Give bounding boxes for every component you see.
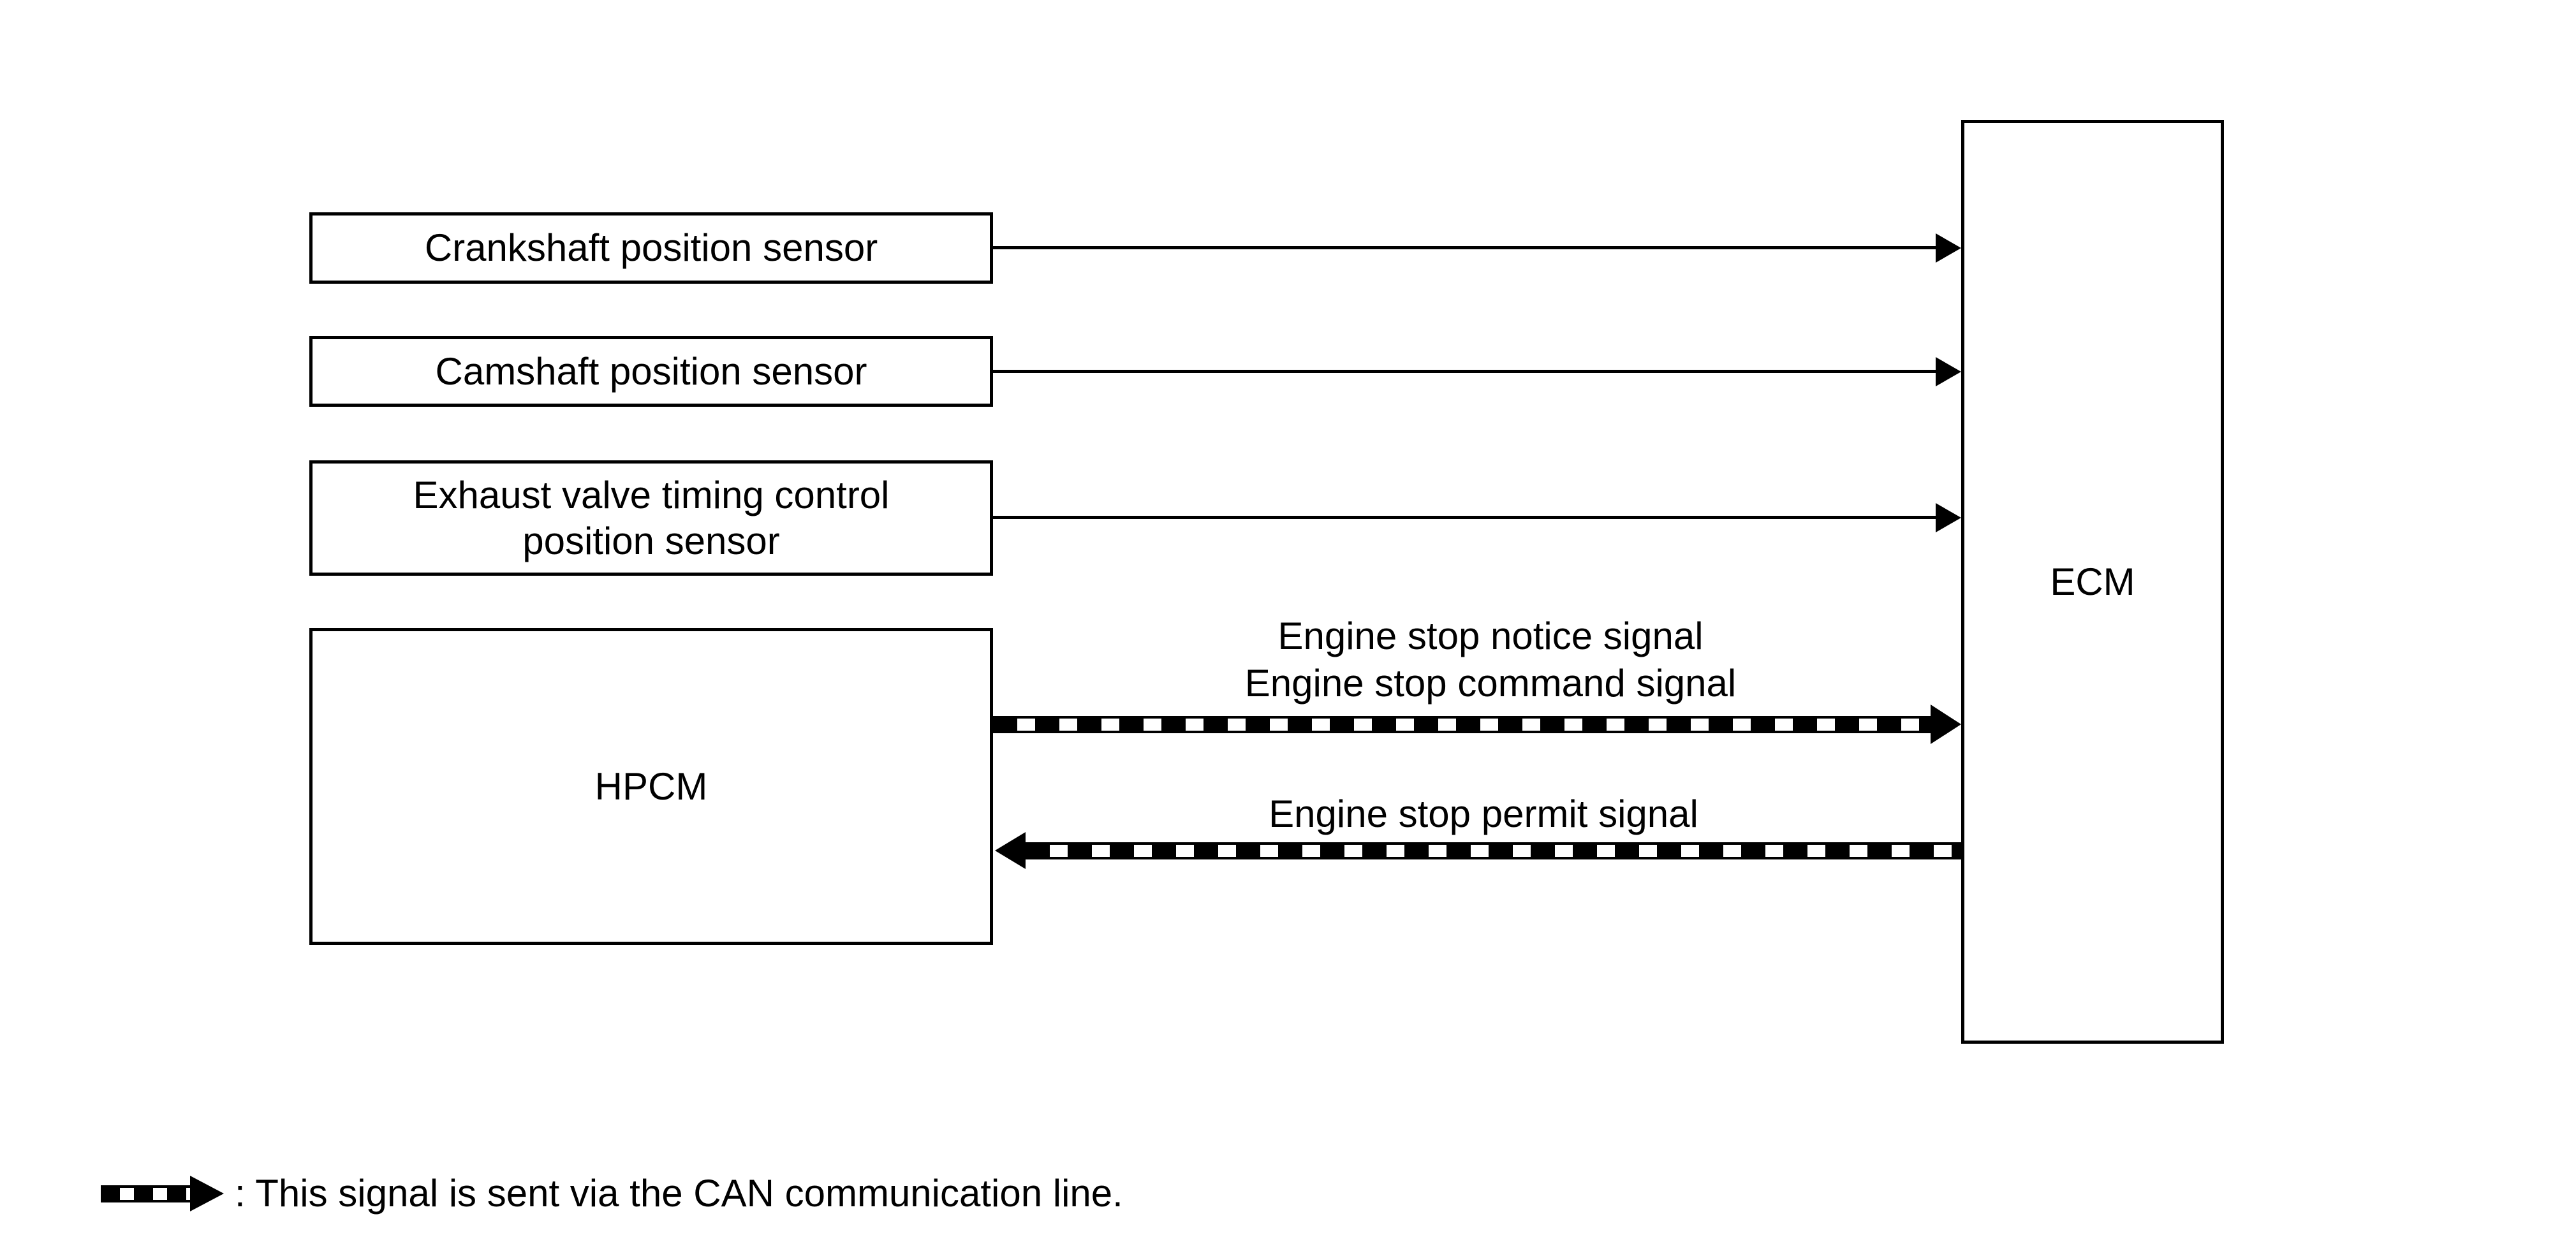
node-exhaust-label-line2: position sensor: [522, 519, 780, 562]
arrowhead-right-icon: [1936, 357, 1961, 386]
arrowhead-right-icon: [190, 1176, 224, 1211]
arrow-crankshaft-line: [993, 246, 1938, 249]
label-engine-stop-command: Engine stop command signal: [1244, 662, 1737, 705]
can-dashed-line: [1026, 842, 1961, 859]
arrowhead-right-icon: [1936, 233, 1961, 263]
node-ecm: ECM: [1961, 120, 2224, 1044]
node-crankshaft-position-sensor: Crankshaft position sensor: [309, 212, 993, 284]
label-engine-stop-permit: Engine stop permit signal: [1269, 793, 1698, 835]
node-camshaft-position-sensor: Camshaft position sensor: [309, 336, 993, 407]
node-exhaust-label: Exhaust valve timing control position se…: [413, 472, 889, 564]
can-dashed-line: [993, 716, 1931, 733]
node-camshaft-label: Camshaft position sensor: [435, 349, 867, 393]
label-engine-stop-notice-command: Engine stop notice signal Engine stop co…: [1184, 613, 1797, 707]
node-hpcm: HPCM: [309, 628, 993, 945]
arrowhead-right-icon: [1931, 705, 1961, 744]
arrow-exhaust-line: [993, 516, 1938, 519]
can-dashed-arrow-icon: [101, 1185, 190, 1202]
node-ecm-label: ECM: [2050, 560, 2135, 603]
legend-text: : This signal is sent via the CAN commun…: [235, 1172, 1123, 1215]
node-hpcm-label: HPCM: [594, 764, 708, 808]
arrowhead-right-icon: [1936, 503, 1961, 532]
node-crankshaft-label: Crankshaft position sensor: [424, 226, 878, 269]
node-exhaust-label-line1: Exhaust valve timing control: [413, 473, 890, 516]
label-engine-stop-notice: Engine stop notice signal: [1277, 615, 1704, 657]
arrow-camshaft-line: [993, 370, 1938, 373]
arrowhead-left-icon: [995, 832, 1026, 869]
node-exhaust-valve-timing-sensor: Exhaust valve timing control position se…: [309, 460, 993, 576]
